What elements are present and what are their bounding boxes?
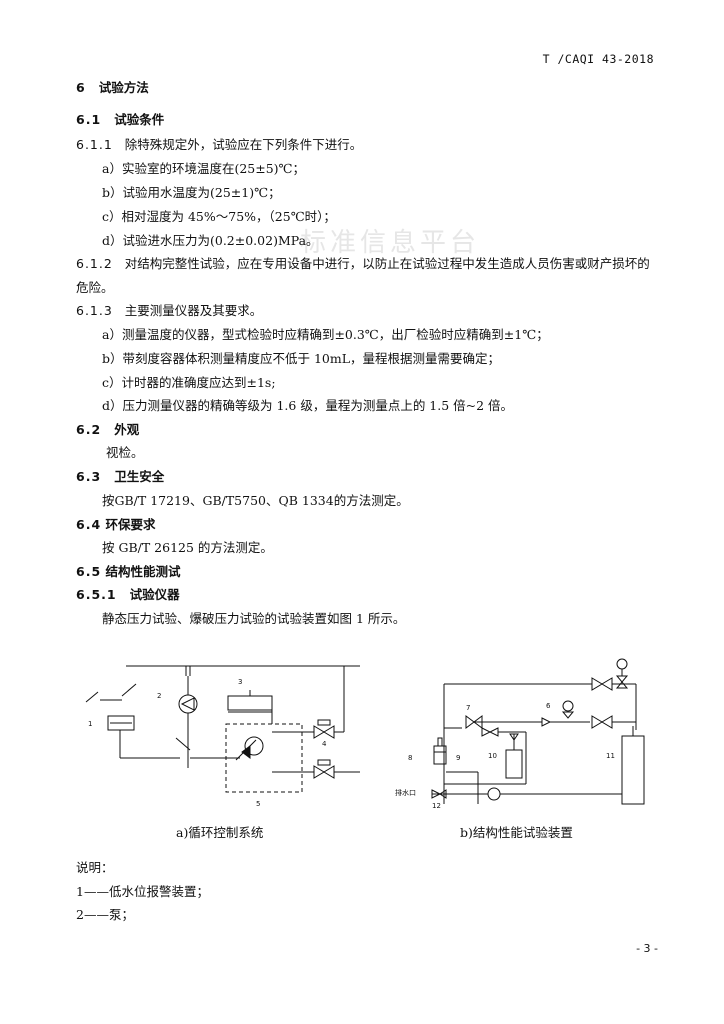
section-6-3-heading: 6.3 卫生安全 xyxy=(76,469,165,484)
section-6-5-1-body: 静态压力试验、爆破压力试验的试验装置如图 1 所示。 xyxy=(102,611,406,626)
instrument-d: d）压力测量仪器的精确等级为 1.6 级，量程为测量点上的 1.5 倍~2 倍。 xyxy=(102,398,514,413)
label-9: 9 xyxy=(456,754,460,762)
label-2: 2 xyxy=(157,692,161,700)
condition-d: d）试验进水压力为(0.2±0.02)MPa。 xyxy=(102,233,319,248)
instrument-b: b）带刻度容器体积测量精度应不低于 10mL，量程根据测量需要确定； xyxy=(102,351,501,366)
label-3: 3 xyxy=(238,678,242,686)
alarm-box xyxy=(107,715,135,731)
tank-11 xyxy=(621,735,645,805)
legend-item-2: 2——泵； xyxy=(76,907,134,922)
section-6-5-heading: 6.5 结构性能测试 xyxy=(76,564,181,579)
section-6-2-heading: 6.2 外观 xyxy=(76,422,140,437)
section-6-1-3: 6.1.3 主要测量仪器及其要求。 xyxy=(76,303,263,318)
label-4: 4 xyxy=(322,740,327,748)
section-6-1-heading: 6.1 试验条件 xyxy=(76,112,165,127)
caption-b: b)结构性能试验装置 xyxy=(460,825,573,840)
condition-a: a）实验室的环境温度在(25±5)℃； xyxy=(102,161,306,176)
figure-1-diagram: 2 1 3 4 5 xyxy=(85,658,645,810)
instrument-a: a）测量温度的仪器，型式检验时应精确到±0.3℃，出厂检验时应精确到±1℃； xyxy=(102,327,549,342)
label-10: 10 xyxy=(488,752,497,760)
caption-a: a)循环控制系统 xyxy=(176,825,264,840)
structural-test-schematic xyxy=(431,658,645,805)
watermark: 标准信息平台 xyxy=(300,228,481,258)
section-6-2-body: 视检。 xyxy=(106,445,144,460)
section-6-4-heading: 6.4 环保要求 xyxy=(76,517,156,532)
label-5: 5 xyxy=(256,800,260,808)
page-number: - 3 - xyxy=(636,942,658,955)
label-8: 8 xyxy=(408,754,412,762)
legend-item-1: 1——低水位报警装置； xyxy=(76,884,209,899)
label-7: 7 xyxy=(466,704,470,712)
legend-title: 说明： xyxy=(76,860,114,875)
circulation-control-schematic xyxy=(85,665,360,793)
drain-outlet-label: 排水口 xyxy=(395,788,416,797)
component-3-box xyxy=(227,695,273,711)
label-1: 1 xyxy=(88,720,92,728)
section-6-5-1-heading: 6.5.1 试验仪器 xyxy=(76,587,180,602)
standard-code: T /CAQI 43-2018 xyxy=(542,52,654,66)
section-6-heading: 6 试验方法 xyxy=(76,80,149,95)
section-6-1-1: 6.1.1 除特殊规定外，试验应在下列条件下进行。 xyxy=(76,137,363,152)
control-valve-dashed-box xyxy=(225,723,303,793)
pressure-gauge-top xyxy=(616,658,628,670)
label-12: 12 xyxy=(432,802,441,810)
section-6-3-body: 按GB/T 17219、GB/T5750、QB 1334的方法测定。 xyxy=(102,493,409,508)
label-11: 11 xyxy=(606,752,615,760)
label-6: 6 xyxy=(546,702,551,710)
condition-c: c）相对湿度为 45%～75%，（25℃时）； xyxy=(102,209,336,224)
section-6-1-2-cont: 危险。 xyxy=(76,280,114,295)
section-6-1-2: 6.1.2 对结构完整性试验，应在专用设备中进行，以防止在试验过程中发生造成人员… xyxy=(76,256,650,271)
section-6-4-body: 按 GB/T 26125 的方法测定。 xyxy=(102,540,273,555)
pump-12 xyxy=(487,787,501,801)
condition-b: b）试验用水温度为(25±1)℃； xyxy=(102,185,281,200)
component-10 xyxy=(505,749,523,779)
instrument-c: c）计时器的准确度应达到±1s; xyxy=(102,375,276,390)
